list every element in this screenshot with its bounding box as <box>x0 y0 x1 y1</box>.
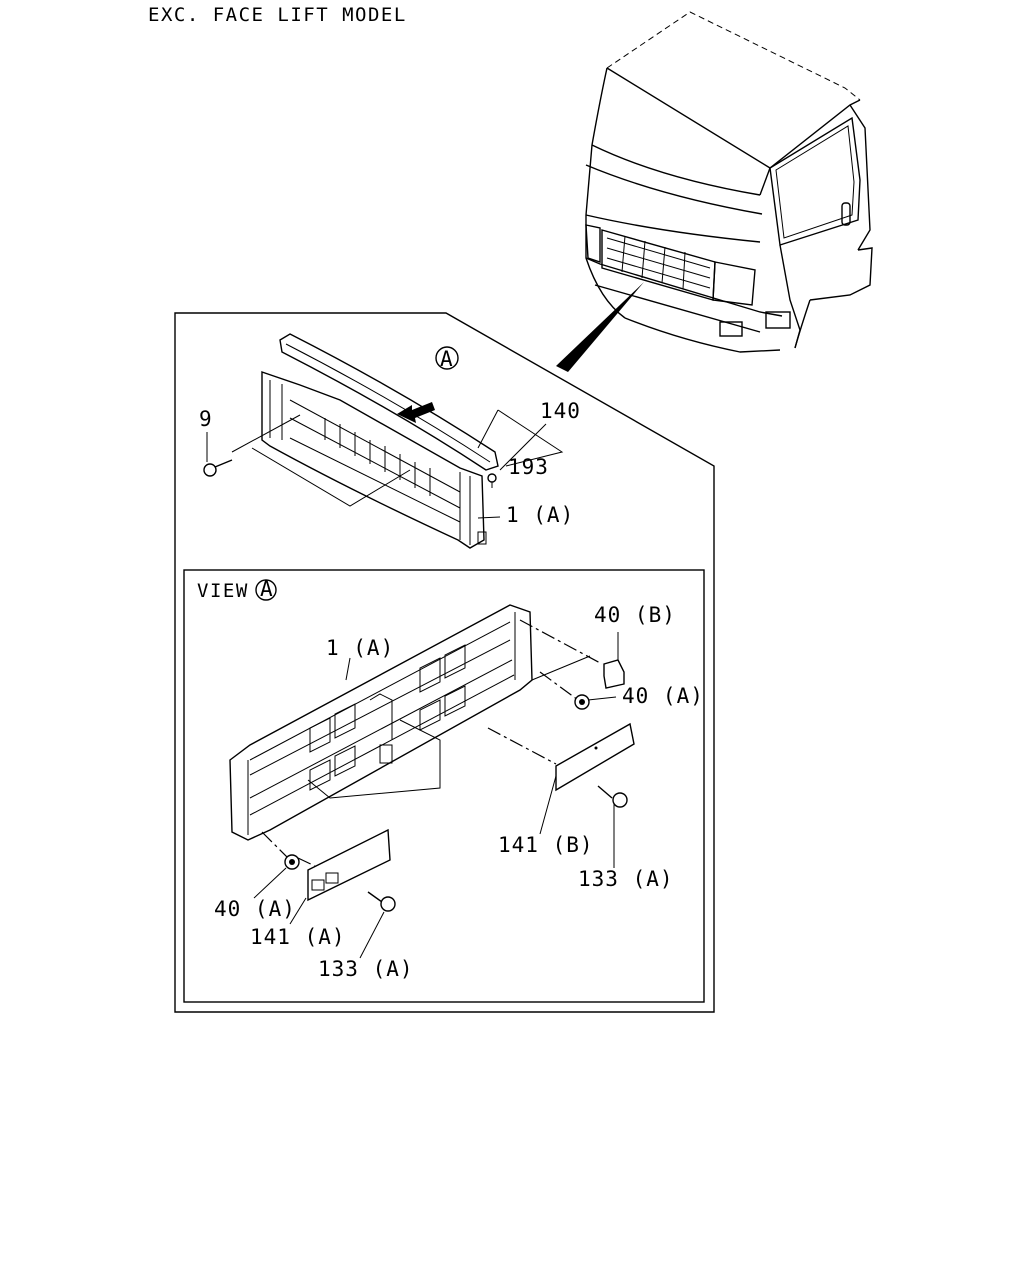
view-ref-circle <box>255 579 277 601</box>
label-9: 9 <box>199 407 213 431</box>
label-141b: 141 (B) <box>498 833 594 857</box>
label-133a-left: 133 (A) <box>318 957 414 981</box>
label-40b: 40 (B) <box>594 603 676 627</box>
label-140: 140 <box>540 399 581 423</box>
truck-cab-illustration <box>556 11 873 372</box>
label-40a-right: 40 (A) <box>622 684 704 708</box>
label-141a: 141 (A) <box>250 925 346 949</box>
label-133a-right: 133 (A) <box>578 867 674 891</box>
grille-assembly-exploded <box>203 333 564 549</box>
label-1a-top: 1 (A) <box>506 503 574 527</box>
label-40a-left: 40 (A) <box>214 897 296 921</box>
callout-ref-a: A <box>440 347 454 371</box>
label-193: 193 <box>508 455 549 479</box>
view-ref: A <box>260 577 274 601</box>
grille-rear-view <box>229 604 635 959</box>
label-1a-view: 1 (A) <box>326 636 394 660</box>
view-a-frame <box>183 569 705 1003</box>
upper-panel-outline <box>174 312 715 1013</box>
header-title: EXC. FACE LIFT MODEL <box>148 4 407 26</box>
view-label: VIEW <box>197 580 249 602</box>
